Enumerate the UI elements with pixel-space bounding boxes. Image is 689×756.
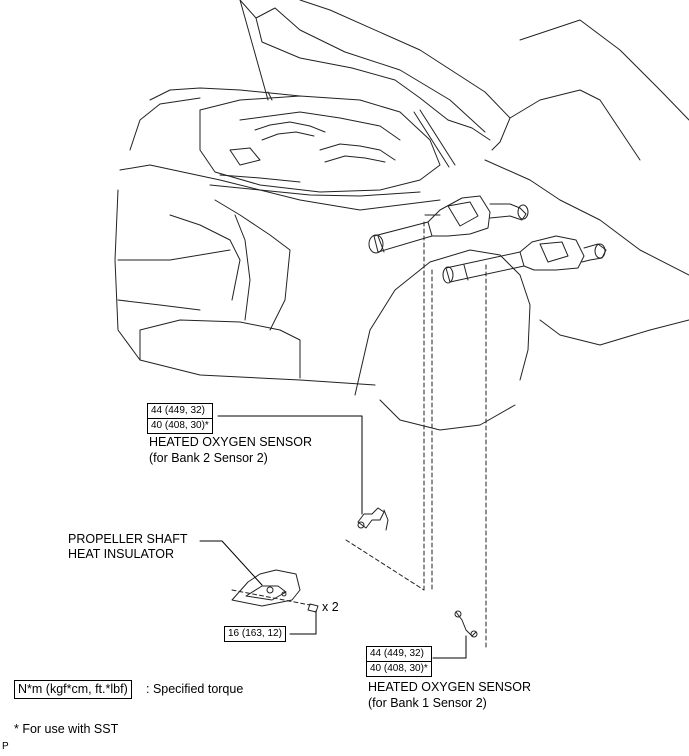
installation-guide-lines (231, 221, 487, 651)
leader-lines (199, 415, 467, 659)
bolt-count: x 2 (322, 600, 339, 614)
torque-value-sst: 40 (408, 30)* (148, 418, 212, 433)
torque-value: 44 (449, 32) (370, 648, 424, 659)
vehicle-body-outline (114, 0, 689, 386)
engine-outline (199, 0, 456, 193)
sensor-bank2-position: (for Bank 2 Sensor 2) (149, 451, 268, 465)
oxygen-sensor-bank2-part (357, 507, 389, 531)
corner-mark: P (2, 741, 9, 752)
torque-box-bank2: 44 (449, 32) 40 (408, 30)* (147, 403, 213, 434)
exhaust-pipe-bank2 (368, 195, 529, 254)
sst-footnote: * For use with SST (14, 722, 119, 736)
heat-insulator-part (231, 569, 319, 613)
legend-unit-description: : Specified torque (146, 682, 244, 696)
oxygen-sensor-bank1-part (454, 610, 478, 638)
torque-box-bank1: 44 (449, 32) 40 (408, 30)* (366, 646, 432, 677)
legend-unit-text: N*m (kgf*cm, ft.*lbf) (18, 682, 128, 696)
sensor-bank2-name: HEATED OXYGEN SENSOR (149, 435, 312, 449)
torque-value: 44 (449, 32) (151, 405, 205, 416)
legend-unit-box: N*m (kgf*cm, ft.*lbf) (14, 680, 132, 699)
torque-box-insulator: 16 (163, 12) (224, 626, 286, 642)
exhaust-pipe-bank1 (442, 235, 607, 284)
insulator-name-line1: PROPELLER SHAFT (68, 532, 188, 546)
torque-value-sst: 40 (408, 30)* (367, 661, 431, 676)
sensor-bank1-position: (for Bank 1 Sensor 2) (368, 696, 487, 710)
front-wheel (354, 249, 689, 431)
insulator-name-line2: HEAT INSULATOR (68, 547, 175, 561)
sensor-bank1-name: HEATED OXYGEN SENSOR (368, 680, 531, 694)
torque-value: 16 (163, 12) (228, 628, 282, 639)
